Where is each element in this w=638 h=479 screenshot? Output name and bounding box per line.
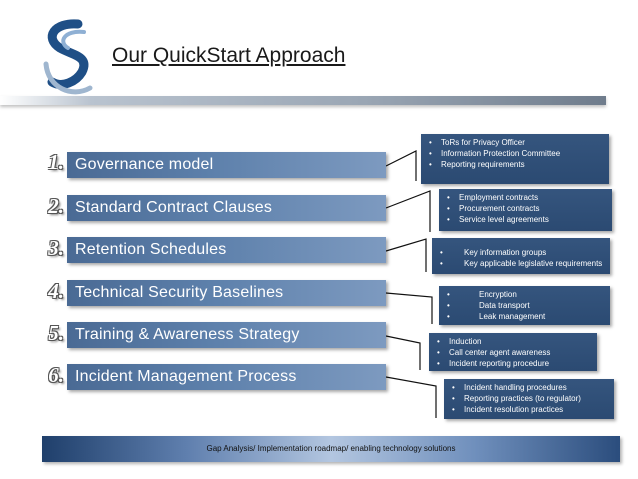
detail-box: Induction Call center agent awareness In… [429, 333, 597, 371]
item-number: 1. [48, 150, 64, 174]
detail-item: Key applicable legislative requirements [438, 258, 604, 269]
item-label: Retention Schedules [75, 241, 227, 258]
connector-3 [385, 238, 427, 272]
connector-1 [385, 150, 417, 181]
company-logo [43, 19, 93, 95]
detail-item: Reporting requirements [427, 159, 603, 170]
item-label: Training & Awareness Strategy [75, 326, 300, 343]
banner-text: Gap Analysis/ Implementation roadmap/ en… [206, 444, 456, 453]
detail-box: Key information groups Key applicable le… [432, 238, 610, 274]
item-number: 5. [48, 321, 64, 345]
connector-4 [385, 292, 433, 324]
item-label: Standard Contract Clauses [75, 199, 273, 216]
item-number: 6. [48, 363, 64, 387]
item-number: 3. [48, 236, 64, 260]
detail-box: Encryption Data transport Leak managemen… [439, 286, 610, 325]
detail-box: Incident handling procedures Reporting p… [444, 379, 614, 419]
detail-item: Leak management [445, 311, 604, 322]
detail-item: Encryption [445, 289, 604, 300]
item-label: Technical Security Baselines [75, 284, 284, 301]
item-bar: Training & Awareness Strategy [67, 322, 386, 348]
detail-item: Reporting practices (to regulator) [450, 393, 608, 404]
detail-item: Induction [435, 336, 591, 347]
item-number: 2. [48, 194, 64, 218]
gap-analysis-banner: Gap Analysis/ Implementation roadmap/ en… [42, 436, 620, 462]
item-bar: Technical Security Baselines [67, 280, 386, 306]
header-divider [0, 96, 606, 105]
detail-box: Employment contracts Procurement contrac… [439, 189, 612, 231]
detail-item: Data transport [445, 300, 604, 311]
detail-box: ToRs for Privacy Officer Information Pro… [421, 134, 609, 184]
connector-2 [385, 190, 431, 232]
item-label: Incident Management Process [75, 368, 297, 385]
detail-item: Employment contracts [445, 192, 606, 203]
item-number: 4. [48, 279, 64, 303]
detail-item: Incident resolution practices [450, 404, 608, 415]
detail-item: Procurement contracts [445, 203, 606, 214]
page-title: Our QuickStart Approach [112, 44, 346, 67]
connector-5 [385, 335, 421, 370]
detail-item: Information Protection Committee [427, 148, 603, 159]
detail-item: Call center agent awareness [435, 347, 591, 358]
detail-item: Service level agreements [445, 214, 606, 225]
item-bar: Incident Management Process [67, 364, 386, 390]
connector-6 [385, 376, 437, 418]
detail-item: Key information groups [438, 247, 604, 258]
detail-item: Incident handling procedures [450, 382, 608, 393]
item-bar: Standard Contract Clauses [67, 195, 386, 221]
item-bar: Governance model [67, 152, 386, 178]
item-bar: Retention Schedules [67, 237, 386, 263]
detail-item: ToRs for Privacy Officer [427, 137, 603, 148]
item-label: Governance model [75, 156, 214, 173]
detail-item: Incident reporting procedure [435, 358, 591, 369]
